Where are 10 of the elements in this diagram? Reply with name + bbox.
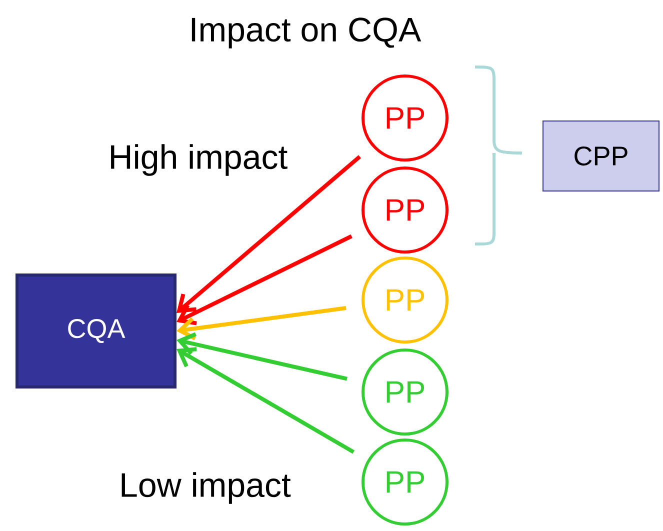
arrow bbox=[176, 347, 355, 454]
arrow bbox=[176, 332, 348, 381]
process-box: CQA bbox=[16, 274, 176, 388]
title: Impact on CQA bbox=[192, 18, 422, 48]
arrow bbox=[176, 306, 346, 340]
arrow bbox=[176, 155, 362, 313]
process-box: CPP bbox=[542, 120, 660, 192]
arrow bbox=[176, 234, 352, 326]
impact-label: Low impact bbox=[122, 472, 291, 504]
impact-label: High impact bbox=[111, 144, 288, 176]
